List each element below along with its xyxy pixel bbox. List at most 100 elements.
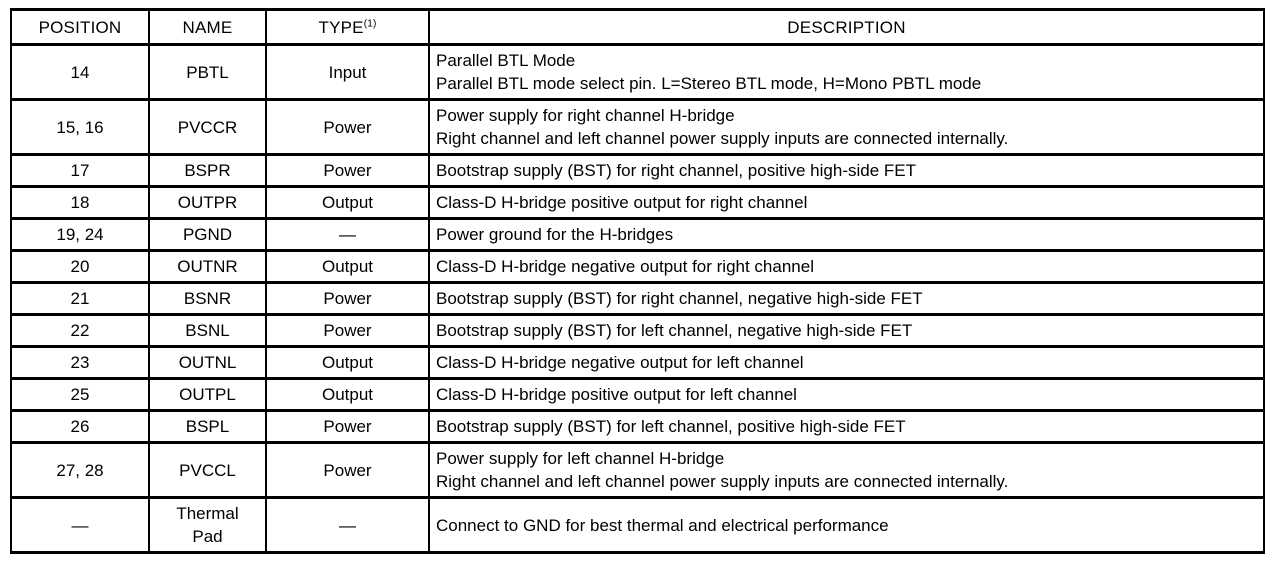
description-line: Power supply for left channel H-bridge bbox=[436, 449, 725, 468]
table-row: 25 OUTPL Output Class-D H-bridge positiv… bbox=[10, 377, 1265, 412]
type-cell: Output bbox=[265, 185, 430, 220]
description-line: Class-D H-bridge negative output for lef… bbox=[436, 353, 804, 372]
name-cell: PVCCR bbox=[148, 98, 267, 156]
description-line: Parallel BTL Mode bbox=[436, 51, 576, 70]
type-cell: Output bbox=[265, 345, 430, 380]
name-value: OUTNL bbox=[178, 353, 237, 372]
type-footnote-reference: (1) bbox=[363, 17, 377, 29]
name-cell: OUTNR bbox=[148, 249, 267, 284]
name-value: OUTPR bbox=[177, 193, 238, 212]
type-cell: Power bbox=[265, 409, 430, 444]
name-value: Thermal Pad bbox=[176, 504, 239, 546]
name-value: OUTNR bbox=[177, 257, 238, 276]
type-cell: — bbox=[265, 496, 430, 554]
name-value: BSNL bbox=[185, 321, 230, 340]
name-cell: PGND bbox=[148, 217, 267, 252]
name-cell: PVCCL bbox=[148, 441, 267, 499]
description-line: Right channel and left channel power sup… bbox=[436, 129, 1009, 148]
name-cell: OUTPR bbox=[148, 185, 267, 220]
header-row: POSITION NAME TYPE(1) DESCRIPTION bbox=[10, 8, 1265, 46]
description-cell: Bootstrap supply (BST) for left channel,… bbox=[428, 313, 1265, 348]
name-value: PVCCR bbox=[177, 117, 238, 137]
description-cell: Connect to GND for best thermal and elec… bbox=[428, 496, 1265, 554]
description-line: Parallel BTL mode select pin. L=Stereo B… bbox=[436, 74, 982, 93]
table-row: 19, 24 PGND — Power ground for the H-bri… bbox=[10, 217, 1265, 252]
position-cell: 22 bbox=[10, 313, 150, 348]
name-value: PGND bbox=[182, 225, 233, 244]
description-line: Bootstrap supply (BST) for right channel… bbox=[436, 289, 923, 308]
table-row: 17 BSPR Power Bootstrap supply (BST) for… bbox=[10, 153, 1265, 188]
description-line: Class-D H-bridge positive output for lef… bbox=[436, 385, 797, 404]
description-line: Power supply for right channel H-bridge bbox=[436, 106, 735, 125]
type-cell: Output bbox=[265, 377, 430, 412]
position-cell: 15, 16 bbox=[10, 98, 150, 156]
position-cell: 14 bbox=[10, 43, 150, 101]
table-row: 20 OUTNR Output Class-D H-bridge negativ… bbox=[10, 249, 1265, 284]
description-line: Connect to GND for best thermal and elec… bbox=[436, 515, 889, 535]
description-cell: Class-D H-bridge positive output for lef… bbox=[428, 377, 1265, 412]
column-header-type: TYPE(1) bbox=[265, 8, 430, 46]
name-cell: BSPR bbox=[148, 153, 267, 188]
name-cell: BSPL bbox=[148, 409, 267, 444]
description-cell: Class-D H-bridge negative output for rig… bbox=[428, 249, 1265, 284]
name-value: BSPL bbox=[185, 417, 230, 436]
column-header-position: POSITION bbox=[10, 8, 150, 46]
description-cell: Power ground for the H-bridges bbox=[428, 217, 1265, 252]
name-value: PVCCL bbox=[179, 460, 236, 480]
position-cell: 18 bbox=[10, 185, 150, 220]
name-cell: OUTPL bbox=[148, 377, 267, 412]
table-row: 21 BSNR Power Bootstrap supply (BST) for… bbox=[10, 281, 1265, 316]
name-cell: OUTNL bbox=[148, 345, 267, 380]
name-value: OUTPL bbox=[179, 385, 236, 404]
position-cell: — bbox=[10, 496, 150, 554]
type-cell: Power bbox=[265, 281, 430, 316]
name-value: PBTL bbox=[186, 62, 229, 82]
type-cell: Power bbox=[265, 98, 430, 156]
table-row: 27, 28 PVCCL Power Power supply for left… bbox=[10, 441, 1265, 499]
table-row: 26 BSPL Power Bootstrap supply (BST) for… bbox=[10, 409, 1265, 444]
description-cell: Bootstrap supply (BST) for right channel… bbox=[428, 153, 1265, 188]
position-cell: 20 bbox=[10, 249, 150, 284]
pin-function-table: POSITION NAME TYPE(1) DESCRIPTION 14 PBT… bbox=[10, 8, 1265, 554]
name-value: BSPR bbox=[184, 161, 231, 180]
column-header-description: DESCRIPTION bbox=[428, 8, 1265, 46]
name-cell: BSNR bbox=[148, 281, 267, 316]
description-line: Right channel and left channel power sup… bbox=[436, 472, 1009, 491]
column-header-name: NAME bbox=[148, 8, 267, 46]
name-cell: Thermal Pad bbox=[148, 496, 267, 554]
type-cell: Output bbox=[265, 249, 430, 284]
position-cell: 26 bbox=[10, 409, 150, 444]
type-cell: Power bbox=[265, 313, 430, 348]
table-row: 15, 16 PVCCR Power Power supply for righ… bbox=[10, 98, 1265, 156]
description-line: Bootstrap supply (BST) for right channel… bbox=[436, 161, 916, 180]
description-line: Bootstrap supply (BST) for left channel,… bbox=[436, 321, 913, 340]
name-cell: BSNL bbox=[148, 313, 267, 348]
position-cell: 17 bbox=[10, 153, 150, 188]
description-cell: Class-D H-bridge negative output for lef… bbox=[428, 345, 1265, 380]
description-line: Bootstrap supply (BST) for left channel,… bbox=[436, 417, 906, 436]
description-line: Class-D H-bridge negative output for rig… bbox=[436, 257, 814, 276]
description-line: Power ground for the H-bridges bbox=[436, 225, 674, 244]
description-cell: Bootstrap supply (BST) for left channel,… bbox=[428, 409, 1265, 444]
position-cell: 23 bbox=[10, 345, 150, 380]
name-value: BSNR bbox=[183, 289, 232, 308]
description-line: Class-D H-bridge positive output for rig… bbox=[436, 193, 808, 212]
description-cell: Bootstrap supply (BST) for right channel… bbox=[428, 281, 1265, 316]
description-cell: Class-D H-bridge positive output for rig… bbox=[428, 185, 1265, 220]
table-row: 23 OUTNL Output Class-D H-bridge negativ… bbox=[10, 345, 1265, 380]
table-row: 18 OUTPR Output Class-D H-bridge positiv… bbox=[10, 185, 1265, 220]
position-cell: 21 bbox=[10, 281, 150, 316]
type-cell: Power bbox=[265, 153, 430, 188]
position-cell: 19, 24 bbox=[10, 217, 150, 252]
table-row: — Thermal Pad — Connect to GND for best … bbox=[10, 496, 1265, 554]
type-cell: Input bbox=[265, 43, 430, 101]
type-cell: — bbox=[265, 217, 430, 252]
position-cell: 27, 28 bbox=[10, 441, 150, 499]
type-cell: Power bbox=[265, 441, 430, 499]
